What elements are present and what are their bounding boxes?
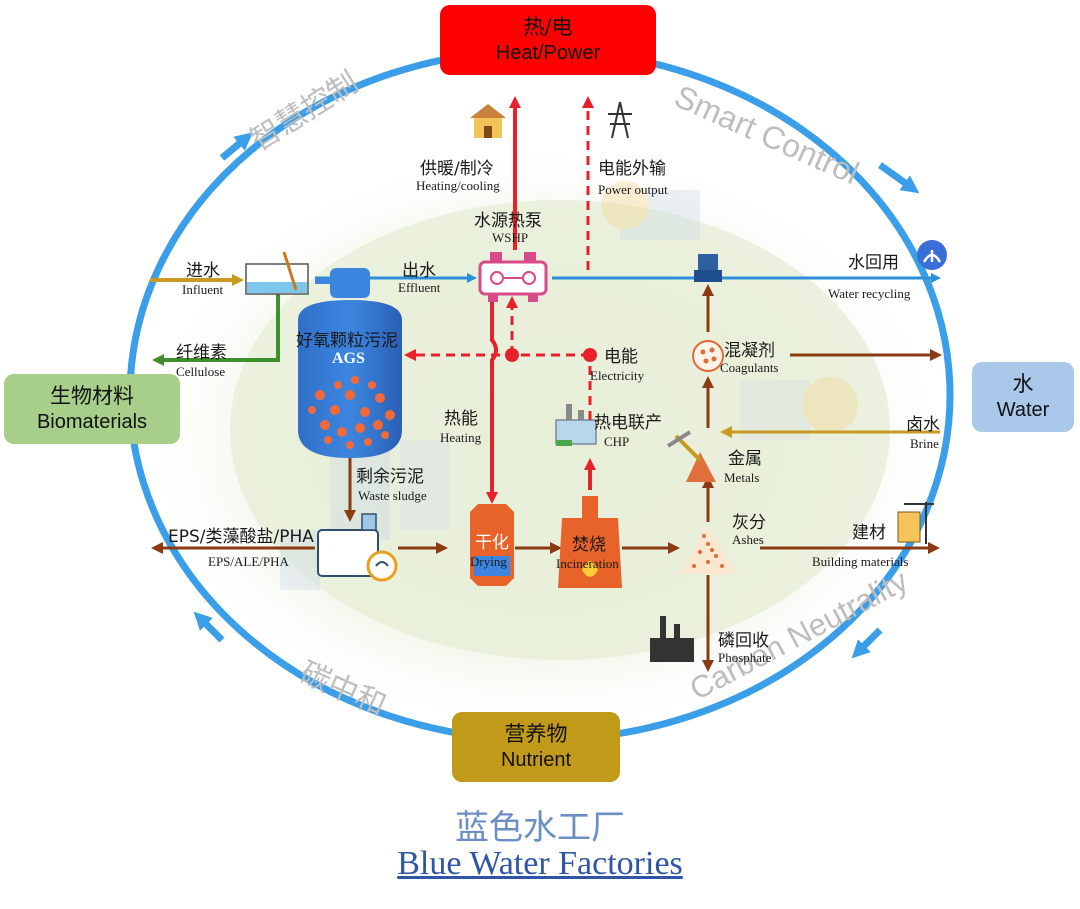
power-tower-icon	[608, 101, 632, 139]
output-nutrient-box: 营养物 Nutrient	[452, 712, 620, 782]
line-wshp-to-drying	[486, 300, 498, 504]
influent-en: Influent	[182, 282, 224, 297]
biomaterials-en: Biomaterials	[36, 410, 148, 433]
output-heat-power-box: 热/电 Heat/Power	[440, 5, 656, 75]
building-materials-en: Building materials	[812, 554, 909, 569]
cellulose-en: Cellulose	[176, 364, 226, 379]
coagulants-cn: 混凝剂	[724, 341, 775, 361]
heat-power-en: Heat/Power	[495, 41, 601, 64]
coagulants-icon	[692, 340, 724, 372]
water-recycling-icon	[917, 240, 947, 270]
drying-cn: 干化	[475, 533, 509, 553]
wshp-en: WSHP	[492, 230, 529, 245]
wshp-unit	[478, 252, 548, 302]
nutrient-en: Nutrient	[500, 748, 572, 771]
wshp-cn: 水源热泵	[474, 211, 542, 231]
coagulants-en: Coagulants	[720, 360, 779, 375]
chp-cn: 热电联产	[594, 413, 662, 433]
node-electricity-junction-1	[505, 348, 519, 362]
water-recycling-cn: 水回用	[848, 253, 899, 273]
nutrient-cn: 营养物	[504, 722, 568, 747]
ags-reactor	[298, 268, 402, 458]
node-electricity-junction-2	[583, 348, 597, 362]
building-materials-cn: 建材	[852, 523, 886, 543]
output-water-box: 水 Water	[972, 362, 1074, 432]
water-cn: 水	[1012, 372, 1034, 397]
influent-cn: 进水	[186, 261, 220, 281]
footer-title-en: Blue Water Factories	[397, 845, 683, 882]
electricity-cn: 电能	[604, 347, 638, 367]
water-recycling-en: Water recycling	[828, 286, 911, 301]
ashes-pile	[680, 526, 736, 574]
eps-cn: EPS/类藻酸盐/PHA	[168, 527, 314, 547]
waste-sludge-en: Waste sludge	[358, 488, 427, 503]
heating-cooling-cn: 供暖/制冷	[420, 159, 494, 179]
footer-title-cn: 蓝色水工厂	[455, 808, 625, 848]
ashes-cn: 灰分	[732, 513, 766, 533]
chp-plant-icon	[555, 404, 597, 446]
brine-en: Brine	[910, 436, 939, 451]
drying-vessel	[470, 504, 514, 586]
metals-en: Metals	[724, 470, 760, 485]
ring-arrow-bottom-left	[193, 611, 225, 643]
output-biomaterials-box: 生物材料 Biomaterials	[4, 374, 180, 444]
ags-en: AGS	[332, 350, 365, 367]
ring-arrow-bottom-right	[851, 627, 883, 659]
chp-en: CHP	[604, 434, 630, 449]
waste-sludge-cn: 剩余污泥	[356, 467, 424, 487]
metals-icon	[666, 430, 716, 482]
cellulose-cn: 纤维素	[176, 343, 227, 363]
eps-extraction-unit	[317, 513, 398, 582]
biomaterials-cn: 生物材料	[50, 384, 134, 409]
incinerator	[558, 496, 622, 588]
power-output-en: Power output	[598, 182, 668, 197]
metals-cn: 金属	[728, 449, 762, 469]
screen-tank	[245, 251, 309, 295]
pump-icon	[694, 254, 722, 282]
ags-cn: 好氧颗粒污泥	[296, 331, 398, 351]
house-icon	[470, 104, 506, 138]
phosphate-en: Phosphate	[718, 650, 772, 665]
effluent-cn: 出水	[402, 261, 436, 281]
electricity-en: Electricity	[590, 368, 645, 383]
incineration-en: Incineration	[556, 556, 619, 571]
building-crane-icon	[897, 502, 934, 544]
heat-power-cn: 热/电	[523, 15, 573, 40]
brine-cn: 卤水	[906, 415, 940, 435]
ring-arrow-top-right	[877, 162, 920, 194]
drying-en: Drying	[470, 554, 507, 569]
heating-en: Heating	[440, 430, 482, 445]
ring-arrow-top-left	[219, 132, 253, 161]
ashes-en: Ashes	[732, 532, 764, 547]
phosphate-cn: 磷回收	[718, 631, 769, 651]
phosphate-factory-icon	[650, 616, 694, 662]
power-output-cn: 电能外输	[598, 159, 666, 179]
line-cellulose	[152, 292, 280, 366]
water-en: Water	[996, 398, 1050, 421]
heating-cooling-en: Heating/cooling	[416, 178, 500, 193]
eps-en: EPS/ALE/PHA	[208, 554, 289, 569]
effluent-en: Effluent	[398, 280, 441, 295]
heating-cn: 热能	[444, 409, 478, 429]
incineration-cn: 焚烧	[572, 535, 606, 555]
